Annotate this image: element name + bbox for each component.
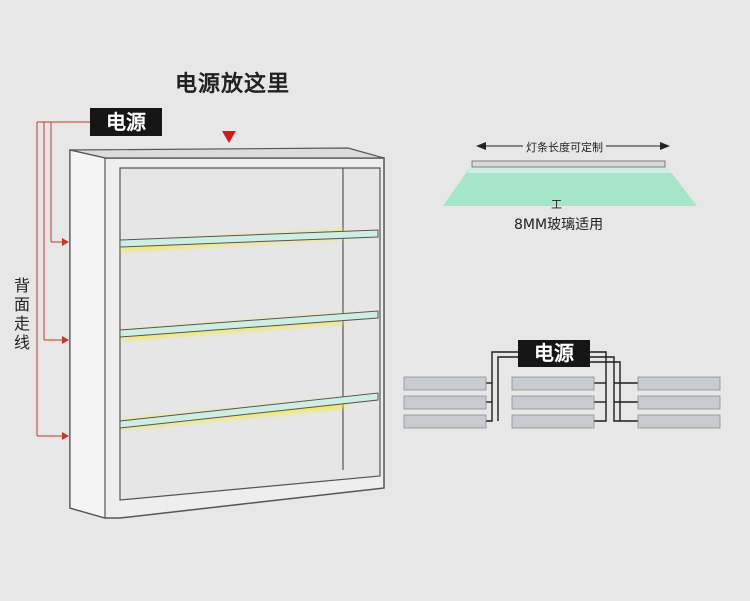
cabinet	[69, 147, 385, 519]
rear-wiring	[36, 121, 90, 437]
rear-wiring-label: 背面走线	[13, 276, 30, 352]
power-location-arrow	[222, 131, 236, 143]
light-bars	[403, 376, 721, 429]
cabinet-top-edge	[69, 147, 385, 159]
glass-panel	[443, 160, 697, 206]
length-custom-label: 灯条长度可定制	[523, 139, 606, 155]
glass-fit-label: 8MM玻璃适用	[514, 217, 604, 233]
wiring-arrowheads	[62, 238, 69, 440]
power-supply-label-right: 电源	[518, 340, 590, 367]
shelf-light-2	[119, 310, 379, 339]
shelf-light-3	[119, 392, 379, 429]
glass-section-symbol: 工	[551, 198, 562, 211]
power-supply-label-top: 电源	[90, 108, 162, 136]
cabinet-left-side	[69, 149, 106, 519]
page-title: 电源放这里	[175, 72, 291, 97]
shelf-light-1	[119, 229, 379, 250]
parallel-wiring	[486, 351, 638, 422]
